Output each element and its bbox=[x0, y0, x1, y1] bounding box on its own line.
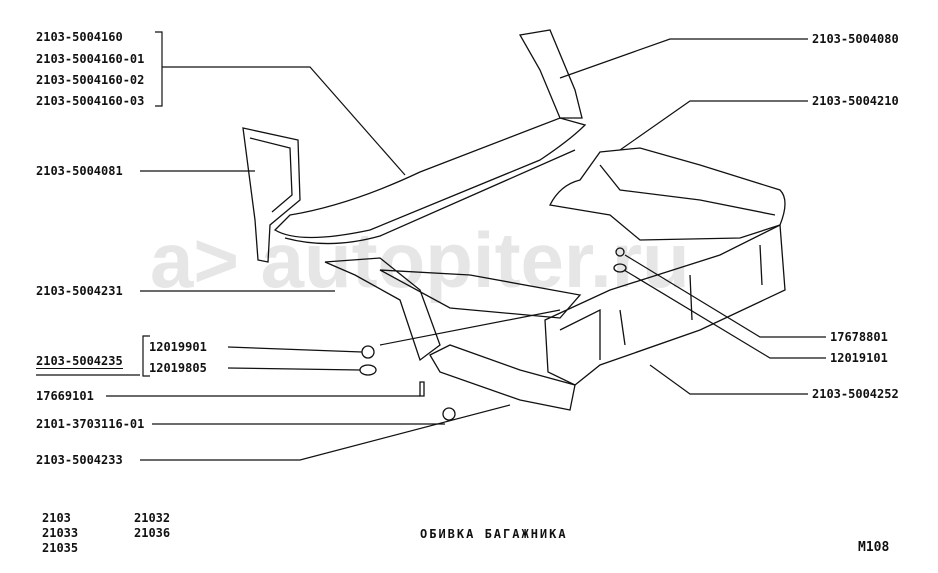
label-17669101: 17669101 bbox=[36, 389, 94, 403]
diagram-title: ОБИВКА БАГАЖНИКА bbox=[420, 527, 568, 541]
model-2103: 2103 bbox=[42, 511, 71, 525]
screw-17669101 bbox=[419, 381, 425, 397]
label-2103-5004160-01: 2103-5004160-01 bbox=[36, 52, 145, 66]
model-21036: 21036 bbox=[134, 526, 171, 540]
right-side-panel bbox=[518, 29, 583, 119]
label-2103-5004210: 2103-5004210 bbox=[812, 94, 899, 108]
label-2103-5004160-02: 2103-5004160-02 bbox=[36, 73, 145, 87]
model-21035: 21035 bbox=[42, 541, 79, 555]
sheet-number: M108 bbox=[858, 540, 890, 555]
label-2103-5004235: 2103-5004235 bbox=[36, 354, 123, 369]
model-21033: 21033 bbox=[42, 526, 79, 540]
leader-lines bbox=[36, 31, 826, 461]
side-trim bbox=[324, 257, 582, 362]
label-2103-5004233: 2103-5004233 bbox=[36, 453, 123, 467]
label-2103-5004160: 2103-5004160 bbox=[36, 30, 123, 44]
rear-panel-trim bbox=[544, 223, 786, 386]
nut-3703116 bbox=[442, 407, 456, 421]
clip-12019805 bbox=[359, 364, 377, 376]
label-17678801: 17678801 bbox=[830, 330, 888, 344]
model-21032: 21032 bbox=[134, 511, 171, 525]
label-12019805: 12019805 bbox=[149, 361, 207, 375]
bottom-trim bbox=[429, 344, 576, 411]
screw-17678801 bbox=[615, 247, 625, 257]
washer-12019101 bbox=[613, 263, 627, 273]
label-2103-5004080: 2103-5004080 bbox=[812, 32, 899, 46]
label-12019101: 12019101 bbox=[830, 351, 888, 365]
left-side-panel bbox=[242, 127, 301, 263]
label-2103-5004160-03: 2103-5004160-03 bbox=[36, 94, 145, 108]
label-12019901: 12019901 bbox=[149, 340, 207, 354]
clip-12019901 bbox=[361, 345, 375, 359]
label-2103-5004252: 2103-5004252 bbox=[812, 387, 899, 401]
label-2103-5004231: 2103-5004231 bbox=[36, 284, 123, 298]
label-2101-3703116-01: 2101-3703116-01 bbox=[36, 417, 145, 431]
parcel-shelf bbox=[273, 117, 587, 245]
label-2103-5004081: 2103-5004081 bbox=[36, 164, 123, 178]
trunk-floor-mat bbox=[549, 147, 786, 241]
